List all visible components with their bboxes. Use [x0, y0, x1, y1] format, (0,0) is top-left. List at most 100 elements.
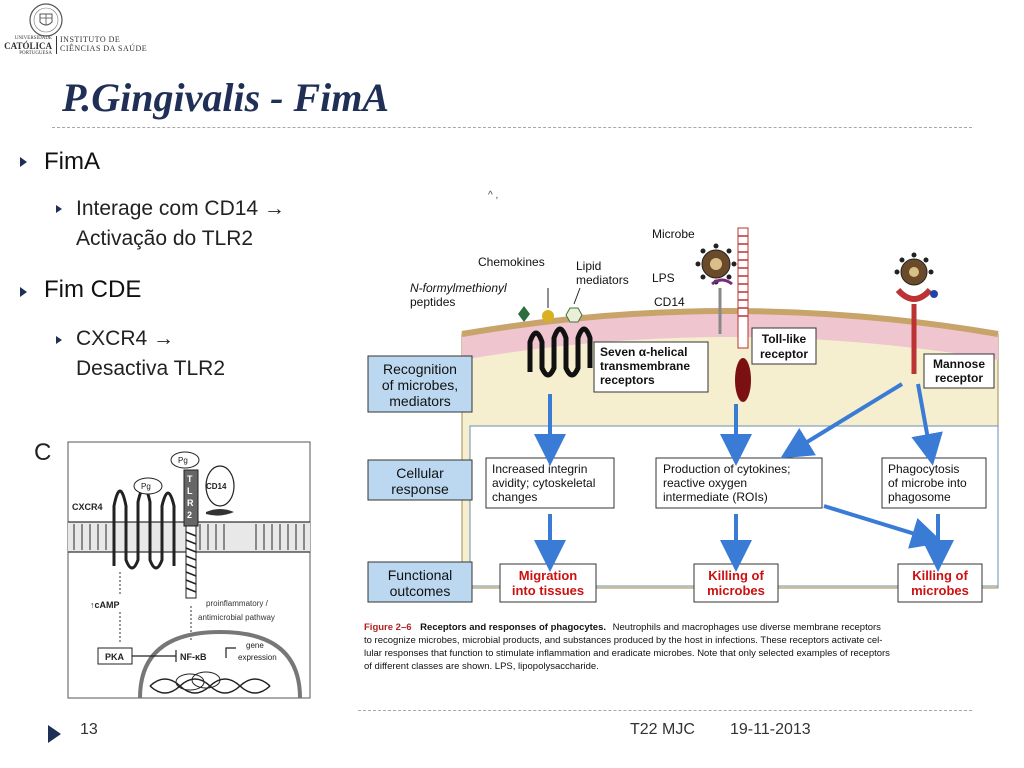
tlr-box: [751, 327, 817, 365]
tlr-label: receptor: [760, 347, 808, 361]
svg-text:of microbe into: of microbe into: [888, 476, 967, 490]
tlr-label: Toll-like: [762, 332, 807, 346]
svg-text:changes: changes: [492, 490, 537, 504]
svg-text:Functional: Functional: [388, 567, 453, 583]
panel-letter: C: [34, 439, 51, 466]
logo-university-text: UNIVERSIDADE CATÓLICA PORTUGUESA: [4, 36, 52, 56]
svg-text:Killing of: Killing of: [912, 568, 968, 583]
mannose-label: Mannose: [933, 357, 985, 371]
figure-fragment-text: ^ ,: [488, 190, 498, 201]
svg-text:into tissues: into tissues: [512, 583, 584, 598]
svg-text:of microbes,: of microbes,: [382, 377, 458, 393]
cd14-label: CD14: [654, 295, 685, 309]
svg-text:outcomes: outcomes: [390, 583, 451, 599]
lps-label: LPS: [652, 271, 675, 285]
pathway-label-2: antimicrobial pathway: [198, 613, 275, 622]
svg-text:microbes: microbes: [707, 583, 765, 598]
camp-label: ↑cAMP: [90, 600, 120, 610]
svg-text:lular responses that function: lular responses that function to stimula…: [364, 648, 890, 659]
tlr2-letter: 2: [187, 510, 192, 520]
tlr-intracellular-domain: [735, 358, 751, 402]
gene-label-2: expression: [238, 653, 277, 662]
sub-bullet-fimcde: CXCR4 → Desactiva TLR2: [76, 327, 226, 380]
pg-label-1: Pg: [141, 482, 151, 491]
slide-title: P.Gingivalis - FimA: [62, 75, 390, 120]
response-box-integrin: Increased integrin avidity; cytoskeletal…: [485, 457, 615, 509]
microbe-icon: [894, 252, 934, 286]
svg-text:Phagocytosis: Phagocytosis: [888, 462, 959, 476]
mannose-label: receptor: [935, 371, 983, 385]
figure-panel-c: C CXCR4 Pg Pg T L R 2 CD14 ↑cAMP proinfl…: [34, 439, 311, 699]
membrane-band: [462, 311, 998, 360]
microbe-icon: [695, 243, 737, 285]
footer-arrow-icon: [48, 725, 61, 743]
svg-text:microbes: microbes: [911, 583, 969, 598]
outcome-box-killing-1: Killing of microbes: [693, 563, 779, 603]
footer-date: 19-11-2013: [730, 721, 811, 738]
footer-divider: [358, 710, 972, 711]
title-divider: [52, 127, 972, 128]
pg-bacterium-icon: [133, 477, 163, 495]
chemokine-ligand-icon: [542, 310, 554, 322]
seven-helical-label: transmembrane: [600, 359, 690, 373]
pka-label: PKA: [105, 652, 125, 662]
tlr2-letter: T: [187, 474, 193, 484]
microbe-label: Microbe: [652, 227, 695, 241]
nfkb-label: NF-κB: [180, 652, 207, 662]
response-box-cytokines: Production of cytokines; reactive oxygen…: [655, 457, 823, 509]
nformyl-label-1: N-formylmethionyl: [410, 281, 507, 295]
lipid-ligand-icon: [565, 307, 583, 323]
nformyl-label-2: peptides: [410, 295, 455, 309]
svg-text:Recognition: Recognition: [383, 361, 457, 377]
svg-text:Increased integrin: Increased integrin: [492, 462, 587, 476]
cd14-label: CD14: [206, 482, 227, 491]
sub-bullet-fima: Interage com CD14 → Activação do TLR2: [76, 197, 285, 250]
institution-logo: UNIVERSIDADE CATÓLICA PORTUGUESA INSTITU…: [0, 0, 150, 60]
figure-caption: Figure 2–6 Receptors and responses of ph…: [364, 622, 890, 672]
tlr2-letter: L: [187, 486, 193, 496]
svg-text:Production of cytokines;: Production of cytokines;: [663, 462, 790, 476]
sub-bullet-arrow-icon: [56, 205, 62, 213]
slide-number: 13: [80, 721, 98, 738]
seven-helical-label: receptors: [600, 373, 655, 387]
pg-label-2: Pg: [178, 456, 188, 465]
svg-text:Cellular: Cellular: [396, 465, 444, 481]
lipid-label-2: mediators: [576, 273, 629, 287]
gene-label-1: gene: [246, 641, 264, 650]
chemokines-label: Chemokines: [478, 255, 545, 269]
outcome-box-migration: Migration into tissues: [499, 563, 597, 603]
mannose-box: [923, 353, 995, 389]
tlr-ladder: [737, 227, 749, 349]
svg-text:avidity; cytoskeletal: avidity; cytoskeletal: [492, 476, 595, 490]
seven-helical-label: Seven α-helical: [600, 345, 687, 359]
svg-text:of different classes are shown: of different classes are shown. LPS, lip…: [364, 661, 599, 672]
response-box-phagocytosis: Phagocytosis of microbe into phagosome: [881, 457, 987, 509]
svg-text:response: response: [391, 481, 449, 497]
tlr2-tail: [185, 525, 197, 599]
bullet-fima: FimA: [44, 148, 100, 175]
footer-course: T22 MJC: [630, 721, 695, 738]
cd14-receptor: [205, 465, 235, 507]
svg-text:Killing of: Killing of: [708, 568, 764, 583]
logo-divider: [56, 36, 57, 54]
svg-text:reactive oxygen: reactive oxygen: [663, 476, 747, 490]
lipid-label-1: Lipid: [576, 259, 601, 273]
pathway-label-1: proinflammatory /: [206, 599, 269, 608]
svg-text:to recognize microbes, microbi: to recognize microbes, microbial product…: [364, 635, 882, 646]
pathway-arrows: [534, 382, 954, 572]
svg-text:intermediate (ROIs): intermediate (ROIs): [663, 490, 768, 504]
sub-bullet-arrow-icon: [56, 336, 62, 344]
outcome-box-killing-2: Killing of microbes: [897, 563, 983, 603]
peptide-ligand-icon: [518, 306, 530, 322]
bullet-fimcde: Fim CDE: [44, 276, 142, 303]
row-label-recognition: Recognition of microbes, mediators: [367, 355, 473, 413]
tlr2-letter: R: [187, 498, 194, 508]
figure-receptors-phagocytes: ^ , Recognition of microbes, mediators C…: [358, 188, 1024, 682]
seven-helical-receptor: [527, 326, 593, 378]
row-label-cellular: Cellular response: [367, 459, 473, 501]
row-label-functional: Functional outcomes: [367, 561, 473, 603]
nucleus-envelope: [138, 629, 302, 699]
pg-bacterium-icon: [170, 451, 200, 469]
cxcr4-label: CXCR4: [72, 502, 103, 512]
bullet-arrow-icon: [20, 287, 27, 297]
